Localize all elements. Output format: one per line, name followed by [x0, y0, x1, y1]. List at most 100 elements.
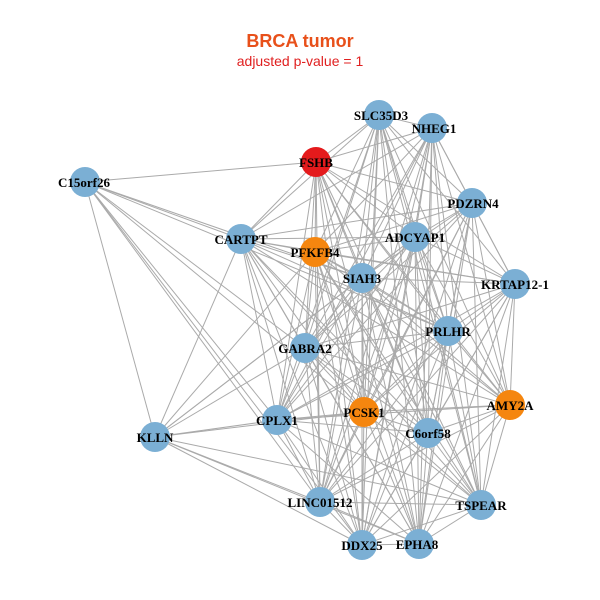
node-circle — [417, 113, 447, 143]
edge-SIAH3-TSPEAR — [361, 277, 482, 506]
edge-SIAH3-PRLHR — [361, 277, 449, 332]
node-prlhr[interactable]: PRLHR — [425, 316, 471, 346]
edge-SIAH3-AMY2A — [361, 277, 511, 406]
edge-TSPEAR-DDX25 — [361, 504, 482, 546]
node-tspear[interactable]: TSPEAR — [455, 490, 507, 520]
edge-ADCYAP1-PRLHR — [414, 236, 449, 332]
node-gabra2[interactable]: GABRA2 — [278, 333, 332, 363]
node-label: ADCYAP1 — [385, 230, 445, 245]
node-circle — [226, 224, 256, 254]
edge-NHEG1-FSHB — [315, 127, 433, 163]
node-circle — [70, 167, 100, 197]
edge-NHEG1-PRLHR — [431, 127, 449, 332]
edge-PDZRN4-PFKFB4 — [314, 202, 473, 253]
node-label: PCSK1 — [343, 405, 384, 420]
edge-PDZRN4-CPLX1 — [276, 202, 473, 421]
node-label: SIAH3 — [343, 271, 382, 286]
node-c6orf58[interactable]: C6orf58 — [405, 418, 451, 448]
node-linc01512[interactable]: LINC01512 — [287, 487, 353, 517]
node-ddx25[interactable]: DDX25 — [341, 530, 383, 560]
edge-KRTAP12-1-EPHA8 — [418, 283, 516, 545]
node-label: EPHA8 — [396, 537, 439, 552]
edge-CPLX1-TSPEAR — [276, 419, 482, 506]
node-c15orf26[interactable]: C15orf26 — [58, 167, 110, 197]
edge-ADCYAP1-CPLX1 — [276, 236, 416, 421]
node-label: C15orf26 — [58, 175, 110, 190]
edge-ADCYAP1-PCSK1 — [363, 236, 416, 413]
edge-KLLN-TSPEAR — [154, 436, 482, 506]
edge-PRLHR-GABRA2 — [304, 330, 449, 349]
node-klln[interactable]: KLLN — [137, 422, 174, 452]
node-label: KLLN — [137, 430, 174, 445]
node-label: TSPEAR — [455, 498, 507, 513]
edge-ADCYAP1-TSPEAR — [414, 236, 482, 506]
node-adcyap1[interactable]: ADCYAP1 — [385, 222, 445, 252]
node-siah3[interactable]: SIAH3 — [343, 263, 382, 293]
edge-CPLX1-DDX25 — [276, 419, 363, 546]
node-label: FSHB — [299, 155, 333, 170]
edge-C15orf26-GABRA2 — [84, 181, 306, 349]
edge-CARTPT-LINC01512 — [240, 238, 321, 503]
node-label: LINC01512 — [287, 495, 352, 510]
node-krtap12-1[interactable]: KRTAP12-1 — [481, 269, 549, 299]
edge-NHEG1-LINC01512 — [319, 127, 433, 503]
edge-KLLN-GABRA2 — [154, 347, 306, 438]
node-label: CARTPT — [215, 232, 268, 247]
edge-PDZRN4-CARTPT — [240, 202, 473, 240]
node-circle — [400, 222, 430, 252]
node-amy2a[interactable]: AMY2A — [487, 390, 535, 420]
node-circle — [290, 333, 320, 363]
node-circle — [301, 147, 331, 177]
node-nheg1[interactable]: NHEG1 — [412, 113, 457, 143]
edge-FSHB-EPHA8 — [315, 161, 420, 545]
edge-SLC35D3-PFKFB4 — [314, 114, 380, 253]
node-circle — [347, 263, 377, 293]
node-label: GABRA2 — [278, 341, 331, 356]
node-label: PFKFB4 — [290, 245, 340, 260]
edge-CARTPT-PRLHR — [240, 238, 449, 332]
edge-ADCYAP1-EPHA8 — [414, 236, 420, 545]
node-circle — [364, 100, 394, 130]
node-slc35d3[interactable]: SLC35D3 — [354, 100, 409, 130]
edge-KRTAP12-1-TSPEAR — [480, 283, 516, 506]
edge-SLC35D3-PCSK1 — [363, 114, 380, 413]
node-label: KRTAP12-1 — [481, 277, 549, 292]
edge-PCSK1-DDX25 — [361, 411, 365, 546]
edge-CPLX1-EPHA8 — [276, 419, 420, 545]
edge-FSHB-PDZRN4 — [315, 161, 473, 204]
node-pdzrn4[interactable]: PDZRN4 — [447, 188, 499, 218]
node-label: AMY2A — [487, 398, 535, 413]
edge-SIAH3-LINC01512 — [319, 277, 363, 503]
node-pcsk1[interactable]: PCSK1 — [343, 397, 385, 427]
node-fshb[interactable]: FSHB — [299, 147, 333, 177]
node-label: SLC35D3 — [354, 108, 409, 123]
edge-FSHB-ADCYAP1 — [315, 161, 416, 238]
node-epha8[interactable]: EPHA8 — [396, 529, 439, 559]
edge-AMY2A-DDX25 — [361, 404, 511, 546]
edge-PFKFB4-ADCYAP1 — [314, 236, 416, 253]
edge-PRLHR-DDX25 — [361, 330, 449, 546]
node-cartpt[interactable]: CARTPT — [215, 224, 268, 254]
edge-PCSK1-EPHA8 — [363, 411, 420, 545]
edge-ADCYAP1-LINC01512 — [319, 236, 416, 503]
edge-GABRA2-AMY2A — [304, 347, 511, 406]
node-circle — [495, 390, 525, 420]
node-pfkfb4[interactable]: PFKFB4 — [290, 237, 340, 267]
edge-PFKFB4-GABRA2 — [304, 251, 316, 349]
edge-SLC35D3-PDZRN4 — [378, 114, 473, 204]
edge-FSHB-AMY2A — [315, 161, 511, 406]
edge-SLC35D3-CARTPT — [240, 114, 380, 240]
edge-C6orf58-DDX25 — [361, 432, 429, 546]
node-cplx1[interactable]: CPLX1 — [256, 405, 298, 435]
node-label: C6orf58 — [405, 426, 451, 441]
edge-C15orf26-CPLX1 — [84, 181, 278, 421]
node-circle — [305, 487, 335, 517]
edge-NHEG1-SIAH3 — [361, 127, 433, 279]
edge-C15orf26-KLLN — [84, 181, 156, 438]
edge-PFKFB4-TSPEAR — [314, 251, 482, 506]
edge-KRTAP12-1-LINC01512 — [319, 283, 516, 503]
edge-KLLN-PFKFB4 — [154, 251, 316, 438]
edge-SIAH3-GABRA2 — [304, 277, 363, 349]
edge-PRLHR-C6orf58 — [427, 330, 449, 434]
edge-SIAH3-KRTAP12-1 — [361, 277, 516, 285]
